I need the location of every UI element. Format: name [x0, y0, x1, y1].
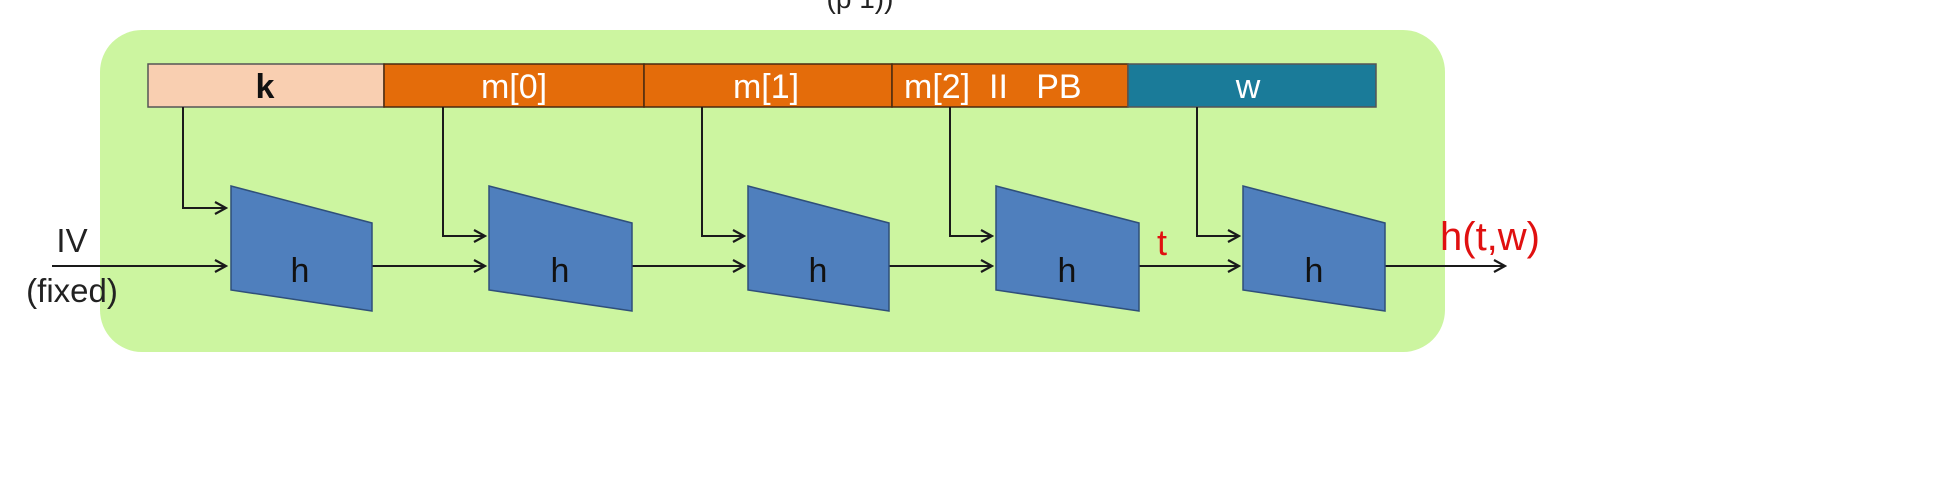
- compression-block-1: [230, 185, 373, 312]
- feed-arrow-k: [182, 107, 226, 208]
- block-4-label: h: [1058, 252, 1077, 290]
- feed-arrow-w: [1196, 107, 1239, 236]
- block-2-label: h: [551, 252, 570, 290]
- iv-fixed-label: (fixed): [26, 272, 118, 309]
- feed-arrow-m2: [949, 107, 992, 236]
- message-block-0-label: m[0]: [481, 68, 547, 106]
- block-5-label: h: [1305, 252, 1324, 290]
- feed-arrow-m0: [442, 107, 485, 236]
- compression-block-2: [488, 185, 633, 312]
- tag-t-label: t: [1157, 222, 1167, 263]
- feed-lines: [182, 107, 1239, 236]
- iv-label: IV: [56, 222, 87, 259]
- message-block-2-padding-label: m[2] II PB: [904, 68, 1082, 106]
- feed-arrow-m1: [701, 107, 744, 236]
- compression-block-3: [747, 185, 890, 312]
- message-block-0-segment: [383, 63, 645, 108]
- compression-block-4: [995, 185, 1140, 312]
- output-label: h(t,w): [1440, 215, 1540, 259]
- compression-blocks: [230, 185, 1386, 312]
- block-3-label: h: [809, 252, 828, 290]
- key-label: k: [256, 68, 275, 106]
- block-1-label: h: [291, 252, 310, 290]
- input-bar: k m[0] m[1] m[2] II PB w: [147, 63, 1377, 108]
- w-segment: [1127, 63, 1377, 108]
- cropped-heading-fragment: (p 1)): [827, 0, 894, 14]
- message-block-1-label: m[1]: [733, 68, 799, 106]
- compression-block-5: [1242, 185, 1386, 312]
- w-label: w: [1235, 68, 1261, 106]
